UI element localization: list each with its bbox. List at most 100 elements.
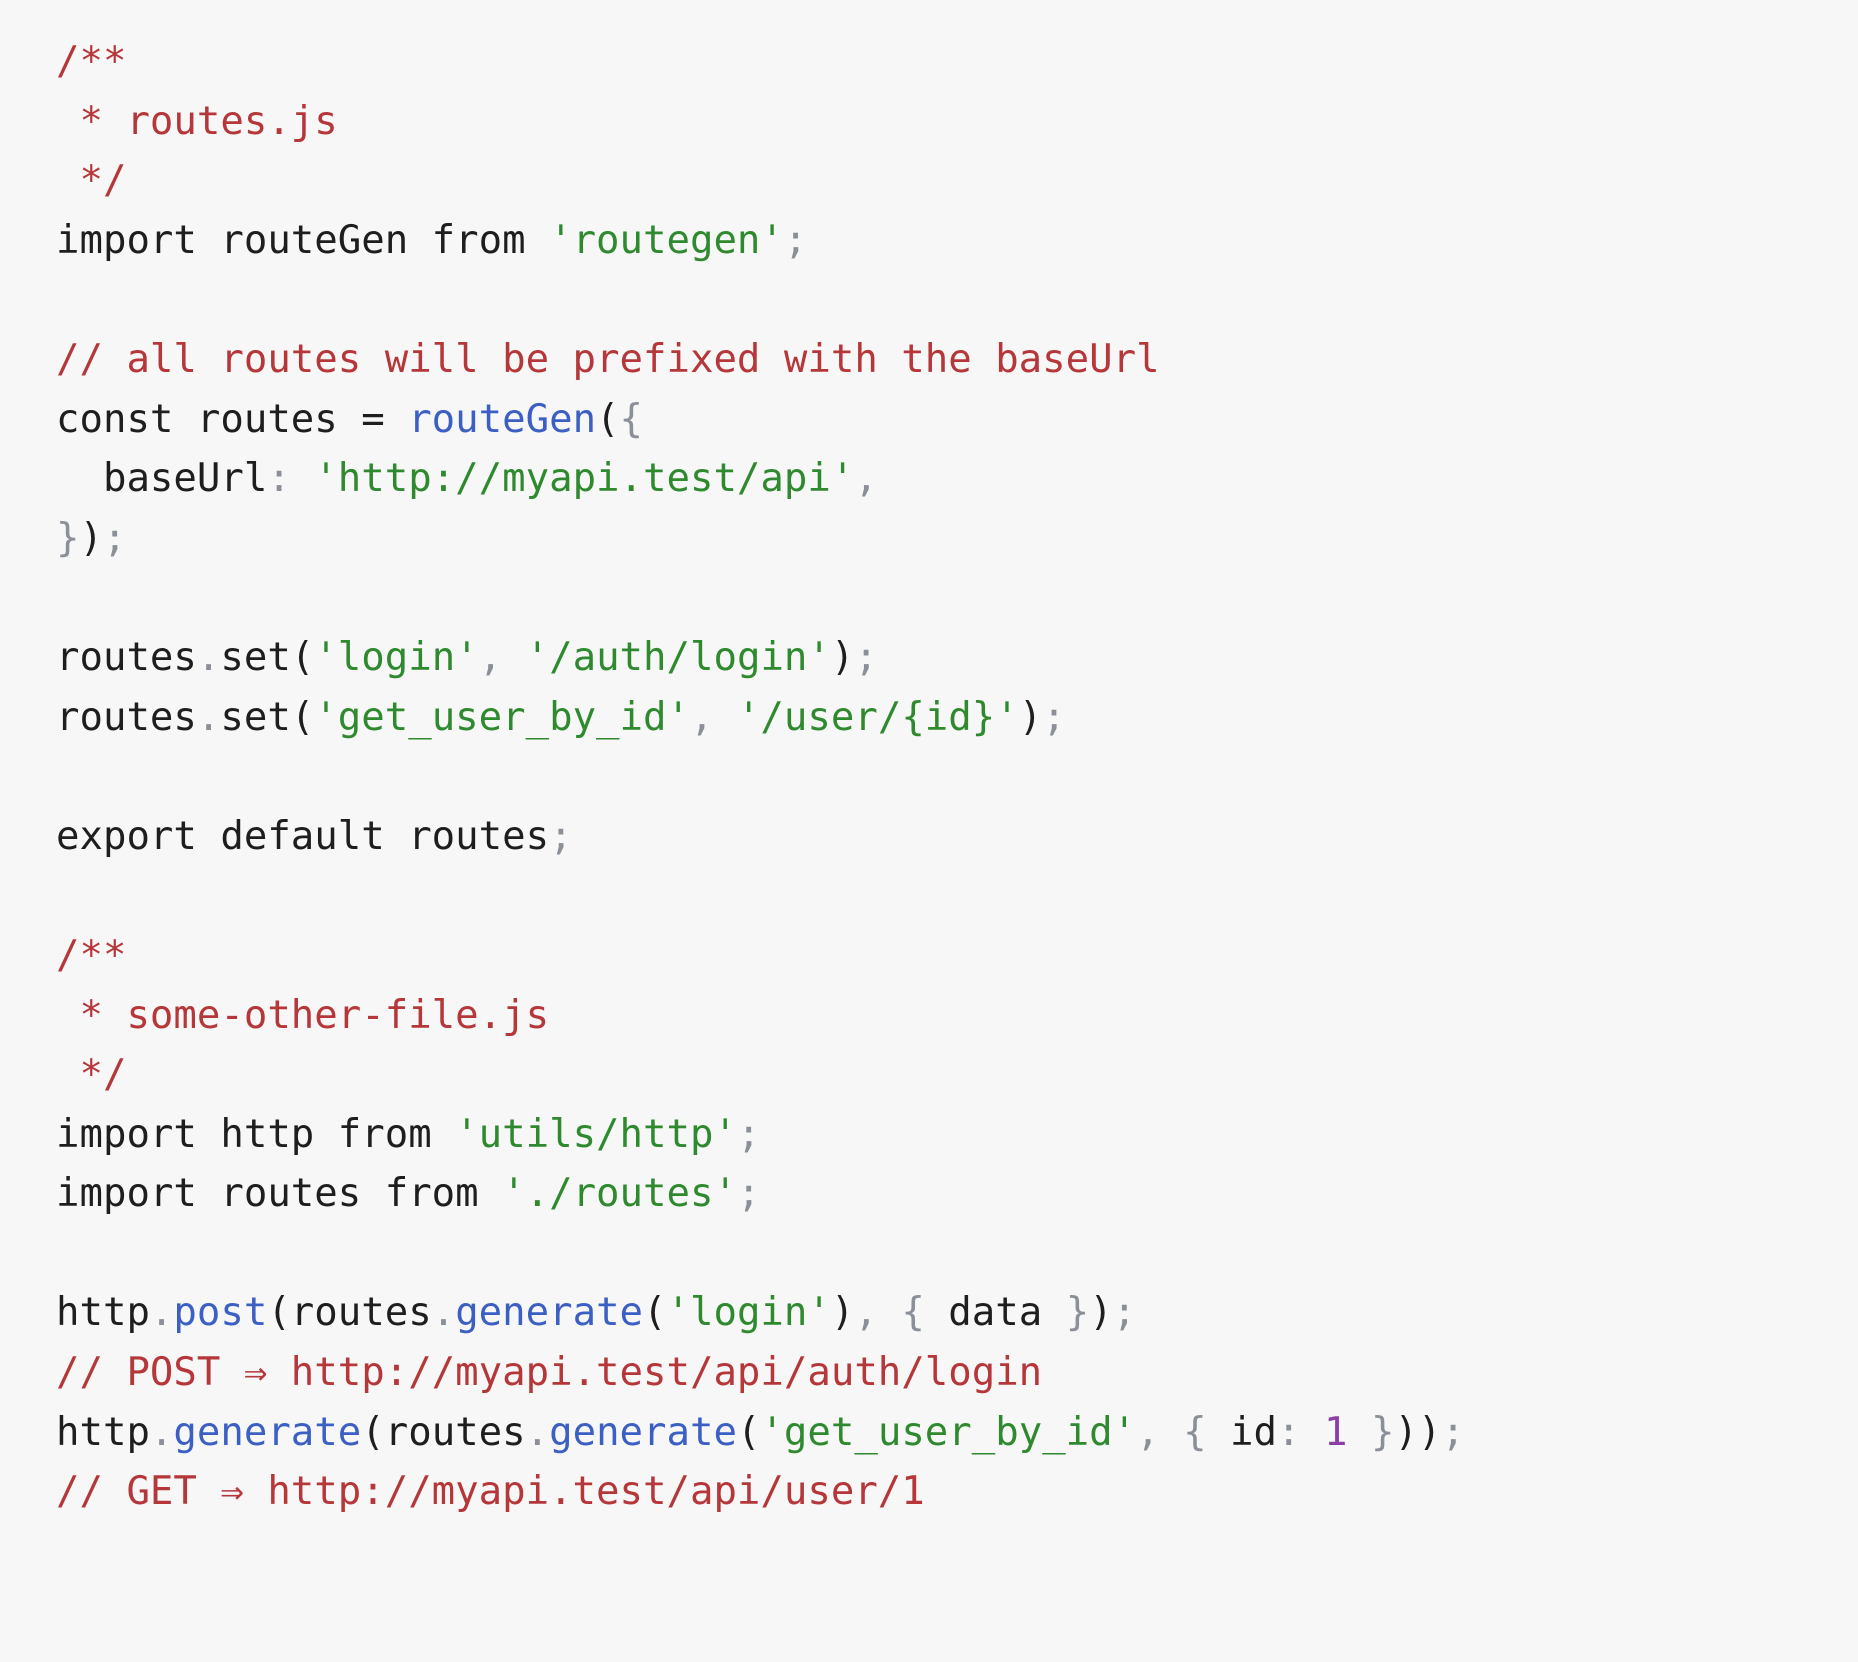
code-text: export default routes — [56, 813, 550, 859]
code-comment: * routes.js — [56, 98, 338, 144]
code-text: ( — [643, 1290, 667, 1336]
code-punctuation: . — [196, 694, 221, 740]
code-text: ) — [1089, 1290, 1113, 1336]
code-string: 'http://myapi.test/api' — [314, 456, 855, 502]
code-punctuation: } — [1065, 1290, 1090, 1336]
code-punctuation: ; — [783, 217, 808, 263]
code-text: import http from — [56, 1111, 456, 1157]
code-punctuation: : — [267, 456, 315, 502]
code-line: const routes = routeGen({ — [56, 390, 1858, 450]
code-text: ) — [1018, 694, 1043, 740]
code-line: /** — [56, 32, 1858, 92]
code-string: '/auth/login' — [525, 634, 831, 680]
code-punctuation: ; — [1042, 694, 1066, 740]
code-punctuation: , { — [1136, 1409, 1231, 1455]
code-line: import http from 'utils/http'; — [56, 1105, 1858, 1165]
code-comment: /** — [56, 39, 127, 84]
code-line: routes.set('login', '/auth/login'); — [56, 628, 1858, 688]
code-comment: */ — [56, 1052, 127, 1098]
code-text: ( — [736, 1409, 761, 1455]
code-text: const routes = — [56, 396, 409, 442]
code-punctuation: ; — [854, 634, 878, 680]
code-line — [56, 866, 1858, 926]
code-string: 'login' — [314, 634, 479, 680]
code-punctuation: ; — [549, 813, 573, 859]
code-text: http — [56, 1409, 150, 1455]
code-text: import routeGen from — [56, 217, 550, 263]
code-text: baseUrl — [56, 456, 268, 502]
code-line: */ — [56, 151, 1858, 211]
code-line: http.post(routes.generate('login'), { da… — [56, 1283, 1858, 1343]
code-punctuation: ; — [736, 1111, 761, 1157]
code-punctuation: ; — [736, 1171, 761, 1217]
code-string: 'routegen' — [549, 217, 784, 263]
code-punctuation: ; — [1441, 1409, 1465, 1455]
code-comment: * some-other-file.js — [56, 992, 550, 1038]
code-line: // POST ⇒ http://myapi.test/api/auth/log… — [56, 1343, 1858, 1403]
code-line: * some-other-file.js — [56, 986, 1858, 1046]
code-punctuation: : — [1277, 1409, 1324, 1455]
code-text: import routes from — [56, 1171, 503, 1217]
code-punctuation: . — [196, 634, 221, 680]
code-line: import routeGen from 'routegen'; — [56, 211, 1858, 271]
code-comment: // GET ⇒ http://myapi.test/api/user/1 — [56, 1469, 925, 1515]
code-text: id — [1230, 1409, 1278, 1455]
code-line: * routes.js — [56, 92, 1858, 152]
code-punctuation: , — [478, 634, 526, 680]
code-string: 'utils/http' — [455, 1111, 737, 1157]
code-line: /** — [56, 926, 1858, 986]
code-text: ( — [596, 396, 620, 442]
code-text: set( — [220, 634, 315, 680]
code-text: routes — [56, 634, 197, 680]
code-line: */ — [56, 1045, 1858, 1105]
code-line — [56, 1224, 1858, 1284]
code-punctuation: . — [431, 1290, 456, 1336]
code-function: post — [173, 1290, 268, 1336]
code-line: import routes from './routes'; — [56, 1164, 1858, 1224]
code-comment: /** — [56, 932, 127, 978]
code-punctuation: . — [525, 1409, 550, 1455]
code-line: // all routes will be prefixed with the … — [56, 330, 1858, 390]
code-punctuation: . — [149, 1290, 174, 1336]
code-text: set( — [220, 694, 315, 740]
code-punctuation: ; — [102, 515, 127, 561]
code-text: ) — [830, 634, 855, 680]
code-text: )) — [1394, 1409, 1442, 1455]
code-line — [56, 270, 1858, 330]
code-line: // GET ⇒ http://myapi.test/api/user/1 — [56, 1462, 1858, 1522]
code-punctuation: ; — [1112, 1290, 1137, 1336]
code-number: 1 — [1323, 1409, 1348, 1455]
code-punctuation: . — [149, 1409, 174, 1455]
code-function: generate — [549, 1409, 737, 1455]
code-text: ) — [830, 1290, 855, 1336]
code-line: http.generate(routes.generate('get_user_… — [56, 1403, 1858, 1463]
code-text: (routes — [361, 1409, 526, 1455]
code-function: generate — [173, 1409, 362, 1455]
code-text: http — [56, 1290, 150, 1336]
code-string: '/user/{id}' — [736, 694, 1019, 740]
code-punctuation: , — [854, 456, 878, 502]
code-line — [56, 747, 1858, 807]
code-line: baseUrl: 'http://myapi.test/api', — [56, 449, 1858, 509]
code-text: (routes — [267, 1290, 432, 1336]
code-comment: // all routes will be prefixed with the … — [56, 336, 1160, 382]
code-punctuation: { — [619, 396, 644, 442]
code-comment: // POST ⇒ http://myapi.test/api/auth/log… — [56, 1350, 1043, 1396]
code-punctuation: , — [689, 694, 737, 740]
code-text: ) — [79, 515, 103, 561]
code-string: 'login' — [666, 1290, 831, 1336]
code-text: routes — [56, 694, 197, 740]
code-string: './routes' — [502, 1171, 737, 1217]
code-punctuation: } — [56, 515, 80, 561]
code-line: export default routes; — [56, 807, 1858, 867]
code-function: generate — [455, 1290, 644, 1336]
code-punctuation: } — [1347, 1409, 1395, 1455]
code-line: }); — [56, 509, 1858, 569]
code-line: routes.set('get_user_by_id', '/user/{id}… — [56, 688, 1858, 748]
code-line — [56, 568, 1858, 628]
code-comment: */ — [56, 158, 127, 204]
code-punctuation: , { — [854, 1290, 949, 1336]
code-text: data — [948, 1290, 1066, 1336]
code-string: 'get_user_by_id' — [760, 1409, 1137, 1455]
